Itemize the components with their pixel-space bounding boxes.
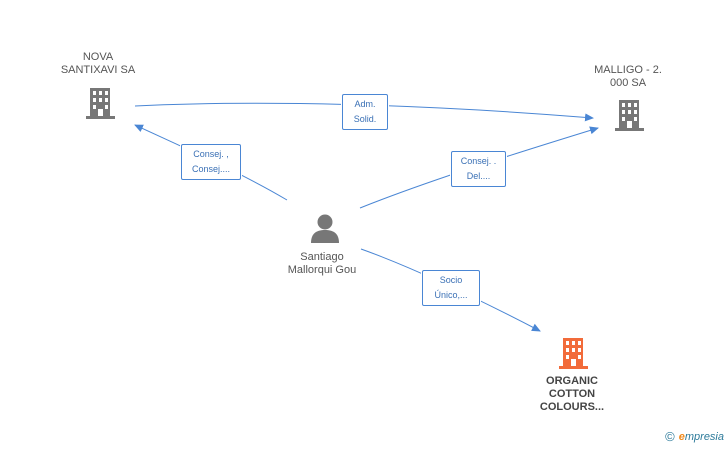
building-icon-nova[interactable] [86,88,115,119]
building-icon-organic[interactable] [559,338,588,369]
edge-label-line: Del.... [466,171,491,181]
building-icon-malligo[interactable] [615,100,644,131]
edge-label-consej-nova[interactable]: Consej. , Consej.... [181,144,241,180]
edge-label-line: Solid. [353,114,377,124]
node-label-organic[interactable]: ORGANIC COTTON COLOURS... [539,375,605,413]
node-label-person[interactable]: Santiago Mallorqui Gou [287,251,357,276]
node-label-malligo[interactable]: MALLIGO - 2. 000 SA [594,64,662,89]
brand-wordmark: empresia [679,431,724,443]
edge-label-adm-solid[interactable]: Adm. Solid. [342,94,388,130]
brand-rest: mpresia [684,430,724,443]
edge-label-line: Consej.... [191,164,231,174]
edge-label-consej-malligo[interactable]: Consej. . Del.... [451,151,506,187]
edge-label-line: Único,... [434,290,468,300]
edge-label-line: Consej. . [460,156,497,166]
edge-label-line: Socio [439,275,463,285]
person-icon[interactable] [311,214,339,244]
node-label-nova[interactable]: NOVA SANTIXAVI SA [60,51,136,76]
copyright-symbol: © [665,429,675,444]
empresia-logo: © empresia [665,429,724,444]
edge-label-line: Consej. , [193,149,229,159]
brand-e: e [678,430,685,443]
edge-label-socio[interactable]: Socio Único,... [422,270,480,306]
edge-label-line: Adm. [354,99,376,109]
